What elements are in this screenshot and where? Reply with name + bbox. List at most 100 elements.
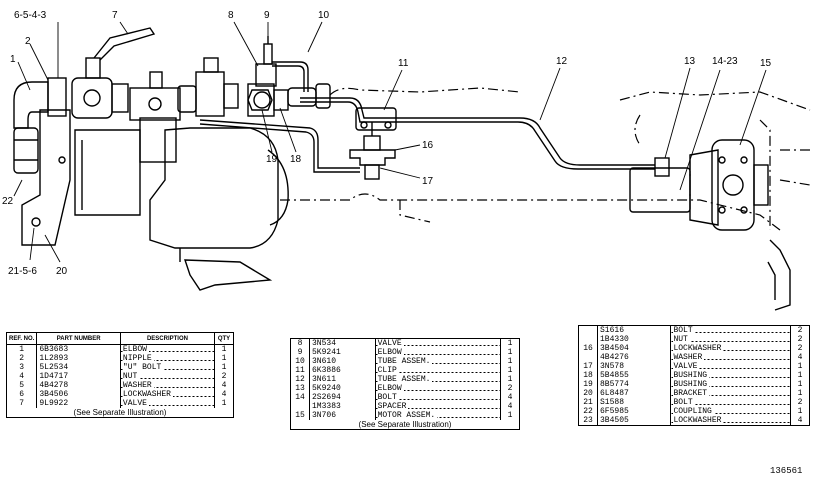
cell-part: 1L2893 xyxy=(36,354,121,363)
shutoff-valve xyxy=(71,27,156,119)
cell-qty: 1 xyxy=(507,410,513,420)
table-note: (See Separate Illustration) xyxy=(291,420,520,430)
cell-qty: 2 xyxy=(221,371,227,381)
cell-ref: 1 xyxy=(6,344,38,354)
leader-lines xyxy=(13,21,767,263)
cell-ref: 5 xyxy=(6,381,38,390)
tube-to-valve xyxy=(199,119,360,173)
cell-qty: 4 xyxy=(221,380,227,390)
cell-qty: 1 xyxy=(797,406,803,416)
header-ref-no: REF. NO. xyxy=(6,332,38,345)
cell-desc: ELBOW xyxy=(120,344,216,354)
callout-16: 16 xyxy=(422,140,434,151)
cell-qty: 4 xyxy=(797,415,803,425)
cell-desc: BOLT xyxy=(670,397,791,407)
cell-desc: COUPLING xyxy=(670,406,791,416)
cell-qty: 1 xyxy=(507,347,513,357)
cell-part: 6K3886 xyxy=(309,366,376,375)
cell-ref: 13 xyxy=(290,384,310,393)
cell-part: 5K9241 xyxy=(309,348,376,357)
callout-10: 10 xyxy=(318,10,330,21)
cell-desc: VALVE xyxy=(670,361,791,371)
cell-ref xyxy=(578,325,598,335)
cell-desc: LOCKWASHER xyxy=(670,415,791,426)
cell-part: 3B4506 xyxy=(36,390,121,399)
cell-ref: 21 xyxy=(578,398,598,407)
cell-qty: 1 xyxy=(507,356,513,366)
cell-ref: 12 xyxy=(290,375,310,384)
cell-desc: NUT xyxy=(120,371,216,381)
header-qty: QTY xyxy=(214,332,234,345)
tube-assembly-short xyxy=(272,61,309,92)
cell-ref: 11 xyxy=(290,366,310,375)
callout-11: 11 xyxy=(398,58,409,69)
table-header: REF. NO. PART NUMBER DESCRIPTION QTY xyxy=(6,332,234,345)
cell-ref: 19 xyxy=(578,380,598,389)
cell-part: 8B5774 xyxy=(597,380,672,389)
cell-qty: 4 xyxy=(507,392,513,402)
cell-ref: 10 xyxy=(290,357,310,366)
callout-20: 20 xyxy=(56,266,68,277)
cell-qty: 1 xyxy=(507,365,513,375)
tube-assembly-long xyxy=(300,97,655,170)
cell-desc: BOLT xyxy=(670,325,791,335)
callout-9: 9 xyxy=(264,10,270,21)
callout-22: 22 xyxy=(2,196,14,207)
elbow-fitting xyxy=(287,83,331,109)
cell-desc: BOLT xyxy=(375,392,502,402)
cell-desc: VALVE xyxy=(375,338,502,348)
cell-desc: LOCKWASHER xyxy=(120,389,216,399)
callout-3: 6-5-4-3 xyxy=(14,10,47,21)
callout-17: 17 xyxy=(422,176,434,187)
elbow-assembly xyxy=(13,77,67,174)
cell-qty: 1 xyxy=(221,362,227,372)
cell-ref: 16 xyxy=(578,344,598,353)
cell-qty: 4 xyxy=(221,389,227,399)
cell-desc: SPACER xyxy=(375,401,502,411)
see-illustration-note: (See Separate Illustration) xyxy=(73,407,167,417)
callout-8: 8 xyxy=(228,10,234,21)
cell-part: 1B4330 xyxy=(597,335,672,344)
header-description: DESCRIPTION xyxy=(120,332,216,345)
cell-ref: 7 xyxy=(6,399,38,408)
cell-desc: CLIP xyxy=(375,365,502,375)
cell-ref xyxy=(290,402,310,411)
cell-part: 3B4504 xyxy=(597,344,672,353)
cell-ref xyxy=(578,335,598,344)
cell-ref: 6 xyxy=(6,390,38,399)
cell-qty: 2 xyxy=(797,325,803,335)
cell-ref: 4 xyxy=(6,372,38,381)
parts-illustration: 1 2 6-5-4-3 7 8 9 10 11 12 13 14-23 15 1… xyxy=(2,10,811,311)
callout-15: 15 xyxy=(760,58,772,69)
cell-part: 4B4278 xyxy=(36,381,121,390)
cell-desc: VALVE xyxy=(120,398,216,408)
cell-part: S1588 xyxy=(597,398,672,407)
cell-ref: 18 xyxy=(578,371,598,380)
cell-desc: LOCKWASHER xyxy=(670,343,791,353)
cell-part: 6B3683 xyxy=(36,344,121,354)
bracket xyxy=(21,109,71,246)
